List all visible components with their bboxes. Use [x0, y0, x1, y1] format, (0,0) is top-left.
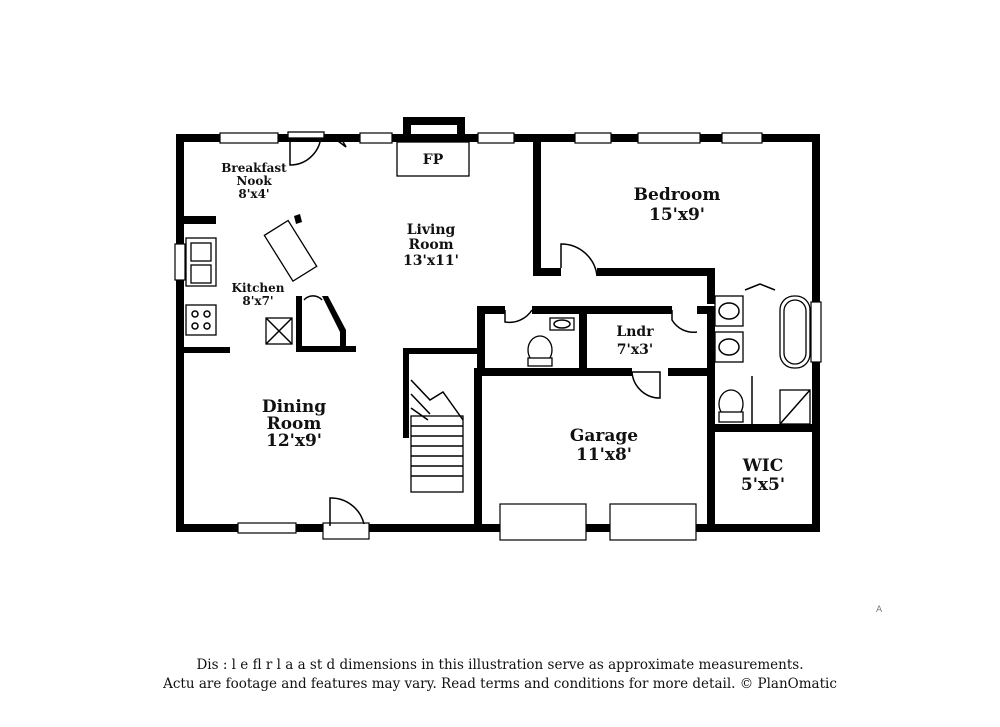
- stairs: [410, 379, 464, 493]
- dining-room-size: 12'x9': [266, 431, 322, 451]
- laundry-size: 7'x3': [617, 342, 653, 358]
- dining-room-label: Dining: [262, 397, 326, 417]
- wic-label: WIC: [742, 456, 784, 476]
- fixtures: [185, 141, 811, 425]
- disclaimer-line-2: Actu are footage and features may vary. …: [163, 676, 837, 692]
- breakfast-nook-label-2: Nook: [236, 174, 272, 188]
- living-room-label-2: Room: [408, 237, 453, 253]
- living-room-label: Living: [407, 222, 456, 238]
- living-room-size: 13'x11': [403, 253, 459, 269]
- kitchen-size: 8'x7': [242, 294, 273, 308]
- doors: [287, 131, 776, 526]
- room-labels: Breakfast Nook 8'x4' FP Living Room 13'x…: [221, 152, 785, 495]
- interior-walls: [184, 142, 820, 524]
- dining-room-label-2: Room: [267, 414, 322, 434]
- windows: [174, 132, 822, 541]
- breakfast-nook-size: 8'x4': [238, 187, 269, 201]
- wic-size: 5'x5': [741, 475, 785, 495]
- disclaimer-line-1: Dis : l e fl r l a a st d dimensions in …: [196, 657, 804, 673]
- garage-label: Garage: [570, 426, 638, 446]
- breakfast-nook-label: Breakfast: [221, 161, 287, 175]
- watermark-mark: A: [876, 605, 883, 615]
- fireplace-label: FP: [423, 152, 444, 168]
- kitchen-label: Kitchen: [232, 281, 285, 295]
- bedroom-size: 15'x9': [649, 205, 705, 225]
- laundry-label: Lndr: [616, 324, 654, 340]
- garage-size: 11'x8': [576, 445, 632, 465]
- bedroom-label: Bedroom: [634, 185, 721, 205]
